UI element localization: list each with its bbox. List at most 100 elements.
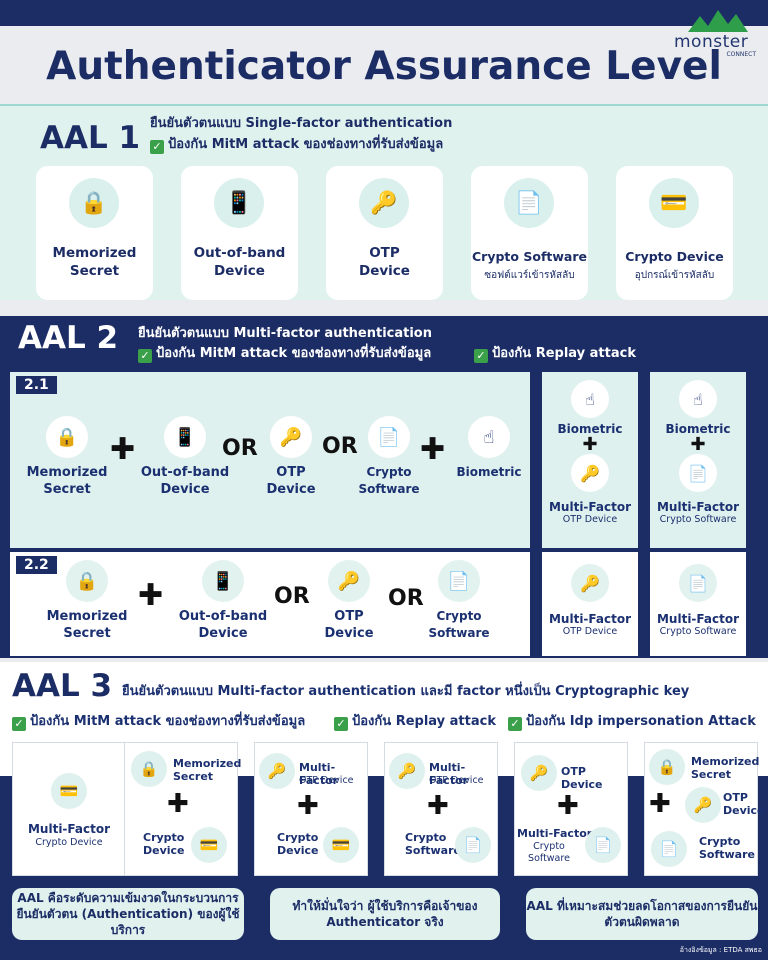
user-lock-icon: 🔒 xyxy=(46,416,88,458)
note-card: ทำให้มั่นใจว่า ผู้ใช้บริการคือเจ้าของ Au… xyxy=(270,888,500,940)
user-lock-icon: 🔒 xyxy=(131,751,167,787)
aal2-check-text: ป้องกัน MitM attack ของช่องทางที่รับส่งข… xyxy=(156,346,432,361)
option-tag: 2.1 xyxy=(16,376,57,394)
item-label: Crypto Software xyxy=(428,609,490,640)
crypto-file-icon: 📄 xyxy=(438,560,480,602)
card-title: OTP Device xyxy=(359,245,410,279)
aal2-desc: ยืนยันตัวตนแบบ Multi-factor authenticati… xyxy=(138,326,432,341)
top-bar xyxy=(0,0,768,26)
fingerprint-icon: ☝ xyxy=(679,380,717,418)
aal1-check-text: ป้องกัน MitM attack ของช่องทางที่รับส่งข… xyxy=(168,137,444,152)
plus-icon: ✚ xyxy=(557,791,579,821)
item-label: Memorized Secret xyxy=(46,609,128,641)
card-sub: อุปกรณ์เข้ารหัสลับ xyxy=(634,270,715,281)
aal3-check-text: ป้องกัน MitM attack ของช่องทางที่รับส่งข… xyxy=(30,714,306,729)
box-title: Crypto Device xyxy=(143,831,185,857)
aal3-check-1: ✓ ป้องกัน MitM attack ของช่องทางที่รับส่ง… xyxy=(12,710,305,731)
box-title: Crypto Device xyxy=(277,831,319,857)
otp-token-icon: 🔑 xyxy=(685,787,721,823)
side-sub: OTP Device xyxy=(562,514,618,525)
plus-icon: ✚ xyxy=(427,791,449,821)
side-label: Multi-Factor xyxy=(656,500,740,514)
aal3-option-6: 🔒 Memorized Secret ✚ 🔑 OTP Device 📄 Cryp… xyxy=(644,742,765,876)
box-sub: OTP Device xyxy=(299,775,354,786)
option-item: 🔑 OTP Device xyxy=(304,560,394,642)
aal2-check-1: ✓ป้องกัน MitM attack ของช่องทางที่รับส่ง… xyxy=(138,342,431,363)
aal2-option-2-1: 2.1 🔒 Memorized Secret ✚ 📱 Out-of-band D… xyxy=(10,372,530,548)
plus-icon: ✚ xyxy=(420,432,446,467)
aal3-check-text: ป้องกัน Idp impersonation Attack xyxy=(526,714,756,729)
plus-icon: ✚ xyxy=(297,791,319,821)
option-item: ☝ Biometric xyxy=(444,416,534,481)
check-icon: ✓ xyxy=(150,140,164,154)
aal1-card-crypto-sw: 📄 Crypto Software ซอฟต์แวร์เข้ารหัสลับ xyxy=(471,166,588,300)
item-label: OTP Device xyxy=(324,609,374,641)
otp-token-icon: 🔑 xyxy=(259,753,295,789)
aal3-check-3: ✓ ป้องกัน Idp impersonation Attack xyxy=(508,710,756,731)
box-title: Multi-Factor xyxy=(299,761,339,787)
box-title: OTP Device xyxy=(723,791,765,817)
item-label: Biometric xyxy=(456,465,522,479)
side-sub: OTP Device xyxy=(562,626,618,637)
page-title: Authenticator Assurance Level xyxy=(46,44,722,89)
crypto-file-icon: 📄 xyxy=(504,178,554,228)
item-label: Out-of-band Device xyxy=(140,465,230,497)
aal2-section: AAL 2 ยืนยันตัวตนแบบ Multi-factor authen… xyxy=(0,316,768,658)
side-sub: Crypto Software xyxy=(659,626,737,637)
note-card: AAL คือระดับความเข้มงวดในกระบวนการยืนยัน… xyxy=(12,888,244,940)
side-card-bio-otp: ☝ Biometric ✚ 🔑 Multi-Factor OTP Device xyxy=(542,372,638,548)
user-lock-icon: 🔒 xyxy=(649,749,685,785)
side-label: Multi-Factor xyxy=(656,612,740,626)
aal3-check-2: ✓ป้องกัน Replay attack xyxy=(334,710,496,731)
aal3-label: AAL 3 xyxy=(12,668,113,704)
aal1-check: ✓ ป้องกัน MitM attack ของช่องทางที่รับส่ง… xyxy=(150,133,443,154)
otp-token-icon: 🔑 xyxy=(571,564,609,602)
or-label: OR xyxy=(274,584,310,609)
box-title: Memorized Secret xyxy=(691,755,760,781)
side-label: Multi-Factor xyxy=(548,500,632,514)
aal3-option-1: 💳 Multi-Factor Crypto Device xyxy=(12,742,126,876)
option-item: 📱 Out-of-band Device xyxy=(140,416,230,498)
plus-icon: ✚ xyxy=(690,434,706,455)
box-title: Crypto Software xyxy=(699,835,755,861)
crypto-file-icon: 📄 xyxy=(679,564,717,602)
side-sub: Crypto Software xyxy=(659,514,737,525)
box-title: Crypto Software xyxy=(405,831,461,857)
side-card-mf-otp: 🔑 Multi-Factor OTP Device xyxy=(542,552,638,656)
phone-sms-icon: 📱 xyxy=(214,178,264,228)
plus-icon: ✚ xyxy=(167,789,189,819)
box-title: Multi-Factor xyxy=(27,822,111,836)
option-item: 📄 Crypto Software xyxy=(414,560,504,642)
brand-word: monster xyxy=(674,32,749,52)
note-card: AAL ที่เหมาะสมช่วยลดโอกาสของการยืนยันตัว… xyxy=(526,888,758,940)
otp-token-icon: 🔑 xyxy=(389,753,425,789)
box-title: Multi-Factor xyxy=(517,827,593,840)
aal2-option-2-2: 2.2 🔒 Memorized Secret ✚ 📱 Out-of-band D… xyxy=(10,552,530,656)
option-item: 🔒 Memorized Secret xyxy=(22,416,112,498)
aal2-check-2: ✓ป้องกัน Replay attack xyxy=(474,342,636,363)
box-title: OTP Device xyxy=(561,765,603,791)
item-label: OTP Device xyxy=(266,465,316,497)
side-label: Multi-Factor xyxy=(548,612,632,626)
side-card-mf-crypto: 📄 Multi-Factor Crypto Software xyxy=(650,552,746,656)
box-title: Memorized Secret xyxy=(173,757,242,783)
option-item: 📄 Crypto Software xyxy=(344,416,434,498)
aal3-section: AAL 3 ยืนยันตัวตนแบบ Multi-factor authen… xyxy=(0,662,768,960)
aal1-card-crypto-dev: 💳 Crypto Device อุปกรณ์เข้ารหัสลับ xyxy=(616,166,733,300)
aal3-option-3: 🔑 Multi-Factor OTP Device ✚ Crypto Devic… xyxy=(254,742,368,876)
or-label: OR xyxy=(322,434,358,459)
check-icon: ✓ xyxy=(508,717,522,731)
aal3-option-4: 🔑 Multi-Factor OTP Device ✚ Crypto Softw… xyxy=(384,742,498,876)
crypto-file-icon: 📄 xyxy=(585,827,621,863)
crypto-card-icon: 💳 xyxy=(51,773,87,809)
aal3-desc: ยืนยันตัวตนแบบ Multi-factor authenticati… xyxy=(122,684,690,699)
item-label: Crypto Software xyxy=(358,465,420,496)
aal3-option-2: 🔒 Memorized Secret ✚ Crypto Device 💳 xyxy=(124,742,242,876)
card-title: Memorized Secret xyxy=(52,245,137,279)
otp-token-icon: 🔑 xyxy=(571,454,609,492)
item-label: Memorized Secret xyxy=(26,465,108,497)
check-icon: ✓ xyxy=(12,717,26,731)
option-item: 🔒 Memorized Secret xyxy=(42,560,132,642)
plus-icon: ✚ xyxy=(582,434,598,455)
phone-sms-icon: 📱 xyxy=(202,560,244,602)
